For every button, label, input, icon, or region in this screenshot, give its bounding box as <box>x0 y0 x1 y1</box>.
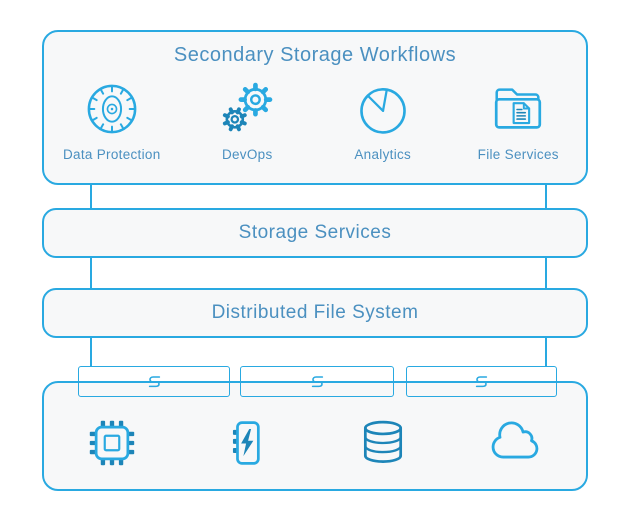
cluster-hardware-box <box>42 381 588 491</box>
storage-services-box: Storage Services <box>42 208 588 258</box>
connector-line-right-1 <box>545 184 547 210</box>
layer-label: Storage Services <box>238 222 392 243</box>
diagram-title: Secondary Storage Workflows <box>173 44 457 66</box>
secondary-storage-workflows-box: Secondary Storage Workflows <box>42 30 588 185</box>
pie-chart-icon <box>354 76 412 142</box>
cluster-node-3 <box>406 366 557 397</box>
workflow-item-devops: DevOps <box>180 76 316 177</box>
workflow-item-data-protection: Data Protection <box>44 76 180 177</box>
workflow-label: DevOps <box>221 147 273 162</box>
ssd-flash-icon <box>180 401 316 485</box>
workflow-items-row: Data Protection <box>44 76 586 177</box>
workflow-label: Analytics <box>354 147 412 162</box>
workflow-label: Data Protection <box>62 147 161 162</box>
s-logo-icon <box>311 376 323 388</box>
s-logo-icon <box>475 376 488 388</box>
database-icon <box>315 401 451 485</box>
cpu-chip-icon <box>44 401 180 485</box>
connector-line-left-3 <box>90 336 92 367</box>
layer-label: Distributed File System <box>211 302 419 323</box>
hardware-icons-row <box>44 401 586 485</box>
safe-dial-icon <box>83 76 141 142</box>
cloud-icon <box>451 401 587 485</box>
workflow-label: File Services <box>477 147 559 162</box>
distributed-file-system-box: Distributed File System <box>42 288 588 338</box>
cluster-node-1 <box>78 366 230 397</box>
workflow-item-analytics: Analytics <box>315 76 451 177</box>
connector-line-left-1 <box>90 184 92 210</box>
folder-document-icon <box>488 76 548 142</box>
connector-line-right-3 <box>545 336 547 367</box>
s-logo-icon <box>148 376 160 388</box>
connector-line-right-2 <box>545 256 547 290</box>
cluster-node-2 <box>240 366 394 397</box>
connector-line-left-2 <box>90 256 92 290</box>
workflow-item-file-services: File Services <box>451 76 587 177</box>
gears-icon <box>217 76 277 142</box>
